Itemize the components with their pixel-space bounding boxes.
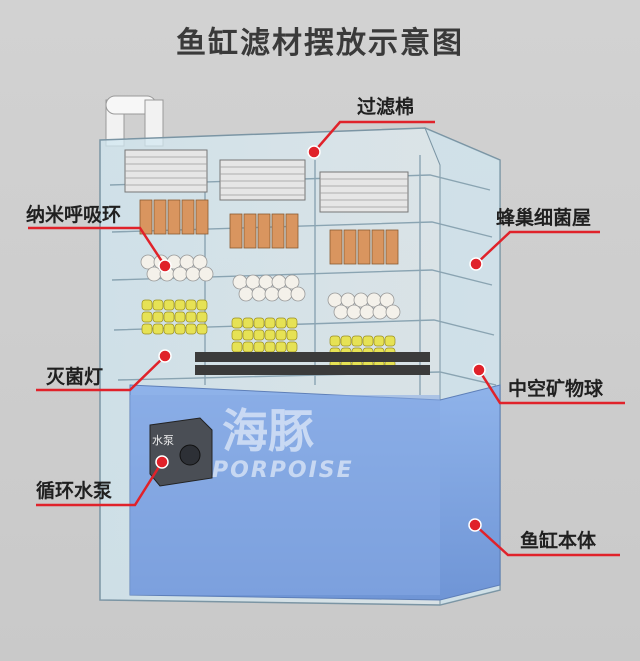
label-filter-cotton: 过滤棉 [357, 96, 415, 118]
label-hollow-ball: 中空矿物球 [508, 378, 604, 400]
label-pump: 循环水泵 [36, 480, 113, 502]
filter-cotton-stacks [124, 149, 409, 213]
label-tank-body: 鱼缸本体 [520, 530, 597, 552]
watermark-cn: 海豚 [222, 404, 314, 458]
water-pump [149, 417, 213, 487]
callout-dots [155, 145, 486, 532]
nano-ring-blocks [139, 199, 399, 265]
watermark-en: PORPOISE [212, 458, 354, 483]
pump-label: 水泵 [152, 434, 174, 447]
label-honeycomb-house: 蜂巢细菌屋 [496, 207, 592, 229]
callout-lines [28, 120, 625, 557]
uv-lamp [195, 352, 430, 375]
honeycomb-house-rolls [140, 254, 401, 320]
mineral-ball-cylinders [141, 299, 396, 371]
diagram-title: 鱼缸滤材摆放示意图 [176, 26, 464, 61]
label-uv-lamp: 灭菌灯 [46, 366, 104, 388]
label-nano-ring: 纳米呼吸环 [26, 204, 122, 226]
shelf-trays [109, 155, 497, 395]
inlet-pipe [105, 95, 164, 147]
